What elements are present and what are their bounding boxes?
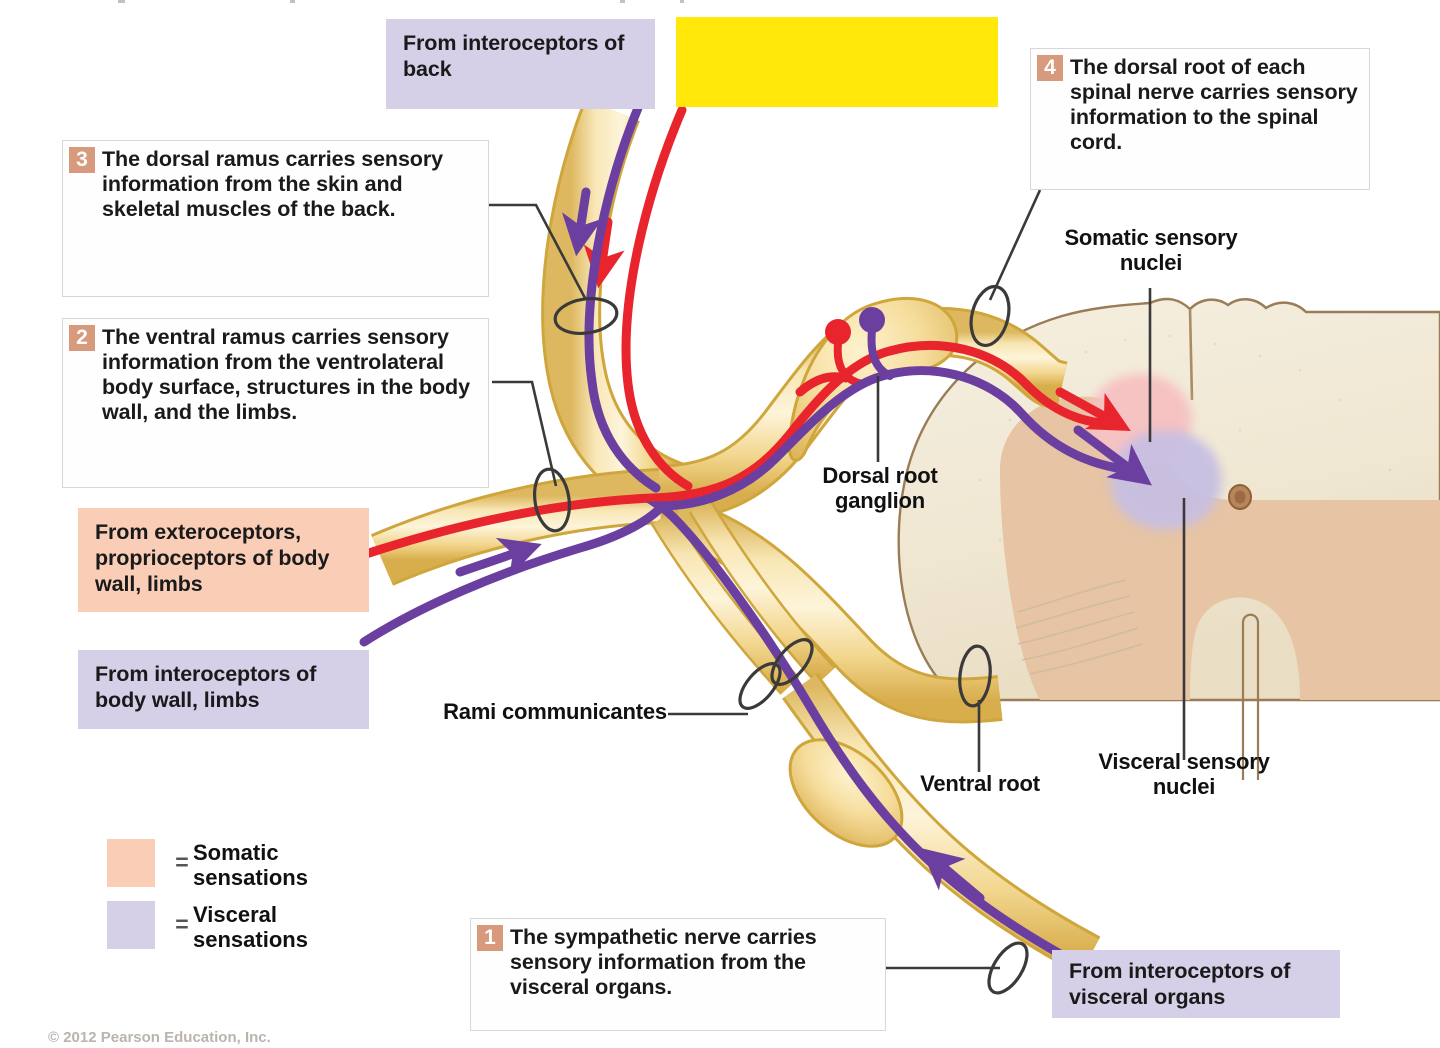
sympathetic-ganglion <box>788 738 904 848</box>
legend-swatch-somatic <box>107 839 155 887</box>
tag-interoceptors-body-wall-label: From interoceptors of body wall, limbs <box>95 662 317 713</box>
tag-interoceptors-visceral-organs-label: From interoceptors of visceral organs <box>1069 959 1291 1010</box>
somatic-arrowhead <box>1055 387 1131 431</box>
tag-interoceptors-visceral-organs: From interoceptors of visceral organs <box>1052 950 1340 1018</box>
tag-exteroceptors-body-wall-label: From exteroceptors, proprioceptors of bo… <box>95 520 330 597</box>
label-somatic-sensory-nuclei-text: Somatic sensory nuclei <box>1064 225 1238 275</box>
somatic-pathway-red <box>355 341 1123 561</box>
legend-item-somatic: = Somatic sensations <box>107 839 397 890</box>
leader-step-3 <box>488 203 588 301</box>
legend-equals-somatic: = <box>175 849 189 875</box>
legend-label-somatic: Somatic sensations <box>193 840 308 890</box>
visceral-sensory-nucleus-blob <box>1110 430 1222 530</box>
label-visceral-sensory-nuclei: Visceral sensory nuclei <box>1070 749 1298 799</box>
leader-step-2 <box>492 380 558 487</box>
visceral-dorsal-ramus-purple <box>584 103 661 493</box>
step-box-2: 2 The ventral ramus carries sensory info… <box>62 318 489 488</box>
step-box-4: 4 The dorsal root of each spinal nerve c… <box>1030 48 1370 190</box>
legend: = Somatic sensations = Visceral sensatio… <box>107 839 397 964</box>
label-somatic-sensory-nuclei: Somatic sensory nuclei <box>1038 225 1264 275</box>
label-ventral-root: Ventral root <box>918 771 1042 797</box>
step-text-1: The sympathetic nerve carries sensory in… <box>510 925 817 999</box>
legend-item-visceral: = Visceral sensations <box>107 901 397 952</box>
leader-lines <box>488 189 1186 970</box>
tag-interoceptors-of-back-label: From interoceptors of back <box>403 31 625 82</box>
somatic-dorsal-ramus-red <box>621 105 693 491</box>
step-text-4: The dorsal root of each spinal nerve car… <box>1070 55 1358 154</box>
step-text-2: The ventral ramus carries sensory inform… <box>102 325 470 424</box>
label-rami-communicantes-text: Rami communicantes <box>443 699 667 724</box>
label-dorsal-root-ganglion: Dorsal root ganglion <box>820 463 940 513</box>
step-number-1: 1 <box>477 925 503 951</box>
label-ventral-root-text: Ventral root <box>920 771 1040 796</box>
step-box-3: 3 The dorsal ramus carries sensory infor… <box>62 140 489 297</box>
sensory-pathways <box>355 103 1152 971</box>
tag-interoceptors-of-back: From interoceptors of back <box>386 19 655 109</box>
legend-swatch-visceral <box>107 901 155 950</box>
step-text-3: The dorsal ramus carries sensory informa… <box>102 147 443 221</box>
legend-equals-visceral: = <box>175 911 189 938</box>
leader-step-4 <box>988 189 1042 301</box>
label-rami-communicantes: Rami communicantes <box>442 699 668 725</box>
label-visceral-sensory-nuclei-text: Visceral sensory nuclei <box>1098 749 1270 799</box>
step-number-3: 3 <box>69 147 95 173</box>
copyright-notice: © 2012 Pearson Education, Inc. <box>48 1029 271 1046</box>
tag-interoceptors-body-wall: From interoceptors of body wall, limbs <box>78 650 369 729</box>
visceral-arrowhead <box>1073 425 1152 486</box>
step-number-4: 4 <box>1037 55 1063 81</box>
step-number-2: 2 <box>69 325 95 351</box>
visceral-body-wall-purple <box>359 501 667 647</box>
legend-label-visceral: Visceral sensations <box>193 902 308 952</box>
visceral-ganglion-cell <box>859 307 894 380</box>
tag-exteroceptors-body-wall: From exteroceptors, proprioceptors of bo… <box>78 508 369 612</box>
nerve-cut-rings <box>533 284 1029 995</box>
label-dorsal-root-ganglion-text: Dorsal root ganglion <box>822 463 938 513</box>
step-box-1: 1 The sympathetic nerve carries sensory … <box>470 918 886 1031</box>
yellow-redaction-block <box>676 17 998 107</box>
cropped-text-artifact-top <box>0 0 1000 5</box>
